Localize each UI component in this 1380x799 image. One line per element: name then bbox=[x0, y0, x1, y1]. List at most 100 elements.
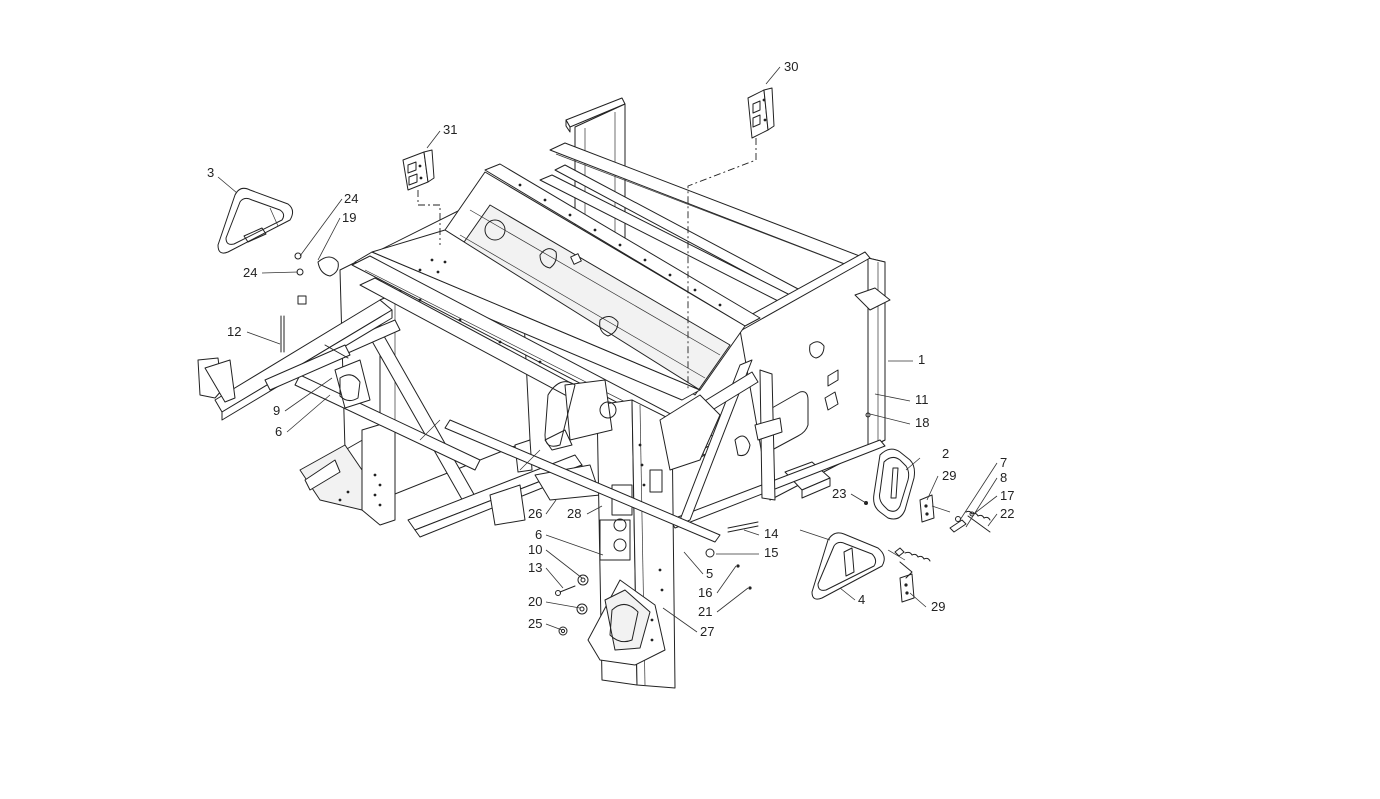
callout-6: 6 bbox=[275, 394, 331, 439]
latch-parts bbox=[887, 494, 951, 603]
callout-leader-line bbox=[683, 551, 704, 575]
callout-leader-line bbox=[545, 623, 563, 631]
callout-leader-line bbox=[959, 462, 998, 521]
callout-number: 27 bbox=[700, 624, 714, 639]
callout-leader-line bbox=[869, 413, 911, 425]
callout-16: 16 bbox=[698, 565, 737, 600]
callout-number: 15 bbox=[764, 545, 778, 560]
callout-30: 30 bbox=[765, 59, 798, 85]
callout-leader-line bbox=[909, 592, 927, 608]
callout-11: 11 bbox=[874, 392, 929, 407]
callout-leader-line bbox=[874, 393, 911, 402]
callout-19: 19 bbox=[317, 210, 356, 261]
cover-plate-oval bbox=[873, 448, 915, 520]
callout-17: 17 bbox=[974, 488, 1014, 514]
callout-leader-line bbox=[974, 495, 998, 514]
callout-leader-line bbox=[905, 457, 921, 471]
callout-26: 26 bbox=[528, 499, 557, 521]
callout-5: 5 bbox=[683, 551, 713, 581]
callout-number: 2 bbox=[942, 446, 949, 461]
callout-number: 29 bbox=[931, 599, 945, 614]
callout-24: 24 bbox=[299, 191, 358, 257]
callout-number: 28 bbox=[567, 506, 581, 521]
callout-number: 18 bbox=[915, 415, 929, 430]
callout-number: 4 bbox=[858, 592, 865, 607]
cover-plate-right bbox=[799, 529, 885, 600]
callout-leader-line bbox=[545, 549, 583, 579]
callout-labels: 1234566789101112131415161718192021222324… bbox=[207, 59, 1014, 639]
top-trough bbox=[354, 163, 761, 401]
callout-10: 10 bbox=[528, 542, 583, 579]
left-drawbar bbox=[197, 299, 393, 421]
callout-leader-line bbox=[716, 565, 737, 594]
right-side-panel bbox=[669, 251, 891, 529]
callout-leader-line bbox=[987, 513, 998, 527]
callout-number: 12 bbox=[227, 324, 241, 339]
callout-2: 2 bbox=[905, 446, 949, 471]
callout-7: 7 bbox=[959, 455, 1007, 521]
callout-leader-line bbox=[765, 66, 781, 85]
callout-leader-line bbox=[926, 475, 939, 501]
callout-leader-line bbox=[246, 331, 281, 345]
center-post bbox=[544, 379, 676, 689]
callout-number: 10 bbox=[528, 542, 542, 557]
diagonal-braces bbox=[294, 314, 776, 526]
callout-number: 7 bbox=[1000, 455, 1007, 470]
callout-leader-line bbox=[839, 587, 856, 601]
callout-leader-line bbox=[545, 499, 557, 515]
callout-number: 11 bbox=[915, 392, 929, 407]
callout-number: 6 bbox=[275, 424, 282, 439]
callout-number: 3 bbox=[207, 165, 214, 180]
callout-29: 29 bbox=[926, 468, 956, 501]
bottom-rails bbox=[419, 419, 721, 543]
callout-leader-line bbox=[743, 529, 760, 536]
callout-number: 19 bbox=[342, 210, 356, 225]
callout-number: 14 bbox=[764, 526, 778, 541]
latch-hardware bbox=[894, 510, 991, 579]
callout-28: 28 bbox=[567, 505, 603, 521]
callout-number: 1 bbox=[918, 352, 925, 367]
callout-6: 6 bbox=[535, 527, 604, 556]
cover-plate-left bbox=[217, 187, 294, 254]
callout-number: 26 bbox=[528, 506, 542, 521]
callout-leader-line bbox=[545, 601, 581, 609]
left-hardware bbox=[280, 252, 371, 409]
callout-leader-line bbox=[965, 477, 998, 528]
callout-12: 12 bbox=[227, 324, 281, 345]
callout-number: 6 bbox=[535, 527, 542, 542]
callout-9: 9 bbox=[273, 377, 333, 418]
bolt-hardware-right bbox=[705, 387, 871, 590]
center-linkage bbox=[659, 394, 783, 471]
callout-number: 29 bbox=[942, 468, 956, 483]
assembly-lines bbox=[417, 138, 757, 390]
callout-29: 29 bbox=[909, 592, 945, 614]
callout-number: 24 bbox=[344, 191, 358, 206]
callout-20: 20 bbox=[528, 594, 581, 609]
callout-leader-line bbox=[850, 493, 867, 504]
bolt-hardware-left bbox=[555, 574, 589, 636]
callout-leader-line bbox=[545, 567, 564, 589]
callout-22: 22 bbox=[987, 506, 1014, 527]
callout-number: 9 bbox=[273, 403, 280, 418]
callout-number: 30 bbox=[784, 59, 798, 74]
callout-leader-line bbox=[545, 534, 604, 556]
callout-31: 31 bbox=[426, 122, 457, 149]
callout-leader-line bbox=[426, 130, 441, 149]
callout-8: 8 bbox=[965, 470, 1007, 528]
callout-number: 20 bbox=[528, 594, 542, 609]
callout-1: 1 bbox=[888, 352, 925, 367]
callout-number: 22 bbox=[1000, 506, 1014, 521]
callout-number: 13 bbox=[528, 560, 542, 575]
callout-number: 24 bbox=[243, 265, 257, 280]
callout-number: 5 bbox=[706, 566, 713, 581]
callout-leader-line bbox=[662, 607, 698, 633]
callout-25: 25 bbox=[528, 616, 563, 631]
callout-21: 21 bbox=[698, 587, 749, 619]
callout-13: 13 bbox=[528, 560, 564, 589]
callout-number: 8 bbox=[1000, 470, 1007, 485]
callout-number: 16 bbox=[698, 585, 712, 600]
callout-number: 23 bbox=[832, 486, 846, 501]
callout-number: 21 bbox=[698, 604, 712, 619]
callout-leader-line bbox=[284, 377, 333, 412]
